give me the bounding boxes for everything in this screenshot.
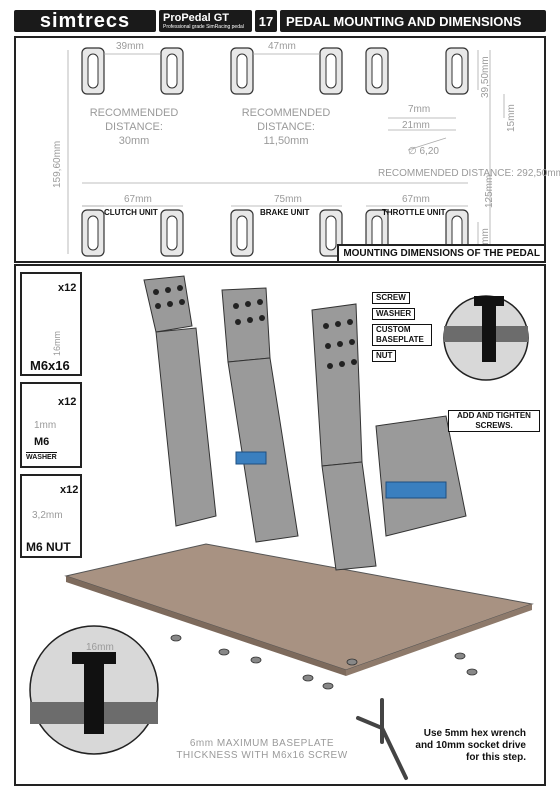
screw-label: M6x16	[30, 358, 70, 373]
dim-total-label: RECOMMENDED DISTANCE: 292,50mm	[378, 168, 560, 179]
nut-thickness: 3,2mm	[32, 510, 63, 521]
rec1-label: RECOMMENDED DISTANCE:	[89, 107, 179, 133]
dim-brake-throttle-gap: 47mm	[268, 41, 296, 52]
dimensions-panel: 39mm 47mm 7mm 21mm ∅ 6,20 RECOMMENDED DI…	[14, 36, 560, 263]
washer-qty: x12	[58, 396, 77, 408]
nut-box: x12 3,2mm M6 NUT	[20, 474, 82, 558]
dim-height-159: 159,60mm	[52, 140, 63, 188]
dim-height-125: 125mm	[484, 174, 495, 208]
throttle-unit-label: THROTTLE UNIT	[382, 208, 446, 217]
product-name: ProPedal GT	[163, 12, 230, 24]
dim-throttle-width: 67mm	[402, 194, 430, 205]
dim-brake-width: 75mm	[274, 194, 302, 205]
callout-nut: NUT	[372, 350, 397, 362]
clutch-unit-label: CLUTCH UNIT	[104, 208, 158, 217]
washer-sub: WASHER	[26, 452, 57, 461]
dim-hole-diameter: ∅ 6,20	[408, 146, 439, 157]
assembly-panel: x12 16mm M6x16 x12 1mm M6 WASHER x12 3,2…	[14, 264, 546, 786]
assembly-illustration	[28, 275, 534, 780]
nut-label: M6 NUT	[26, 540, 71, 554]
page-header: simtrecs ProPedal GT Professional grade …	[14, 10, 546, 32]
screw-qty: x12	[58, 282, 77, 294]
brand-logo: simtrecs	[14, 10, 156, 32]
product-tagline: Professional grade SimRacing pedal	[163, 24, 244, 30]
dim-height-39: 39,50mm	[480, 56, 491, 98]
page-title: PEDAL MOUNTING AND DIMENSIONS	[280, 10, 546, 32]
nut-qty: x12	[60, 484, 79, 496]
washer-label: M6	[34, 436, 50, 448]
recommended-distance-1: RECOMMENDED DISTANCE: 30mm	[82, 106, 186, 148]
washer-thickness: 1mm	[34, 420, 57, 431]
dim-clutch-width: 67mm	[124, 194, 152, 205]
page-number: 17	[255, 10, 277, 32]
screw-box: x12 16mm M6x16	[20, 272, 82, 376]
thickness-note: 6mm MAXIMUM BASEPLATE THICKNESS WITH M6x…	[176, 738, 348, 761]
brake-unit-label: BRAKE UNIT	[260, 208, 310, 217]
callout-washer: WASHER	[372, 308, 416, 320]
rec1-value: 30mm	[118, 135, 150, 147]
callout-custom-baseplate: CUSTOM BASEPLATE	[372, 324, 432, 346]
dim-15mm: 15mm	[506, 104, 517, 132]
dimensions-drawing	[67, 47, 505, 257]
rec2-label: RECOMMENDED DISTANCE:	[241, 107, 331, 133]
dim-clutch-brake-gap: 39mm	[116, 41, 144, 52]
detail-screw-length: 16mm	[86, 642, 114, 653]
washer-box: x12 1mm M6 WASHER	[20, 382, 82, 468]
tool-note: Use 5mm hex wrench and 10mm socket drive…	[415, 728, 526, 763]
recommended-distance-2: RECOMMENDED DISTANCE: 11,50mm	[234, 106, 338, 148]
callout-screw: SCREW	[372, 292, 410, 304]
screw-length: 16mm	[52, 330, 62, 356]
dim-7mm: 7mm	[408, 104, 431, 115]
callout-add-tighten: ADD AND TIGHTEN SCREWS.	[448, 410, 540, 432]
rec2-value: 11,50mm	[263, 135, 309, 147]
dim-21mm: 21mm	[402, 120, 430, 131]
mounting-dimensions-label: MOUNTING DIMENSIONS OF THE PEDAL	[337, 244, 544, 261]
product-block: ProPedal GT Professional grade SimRacing…	[159, 10, 252, 32]
